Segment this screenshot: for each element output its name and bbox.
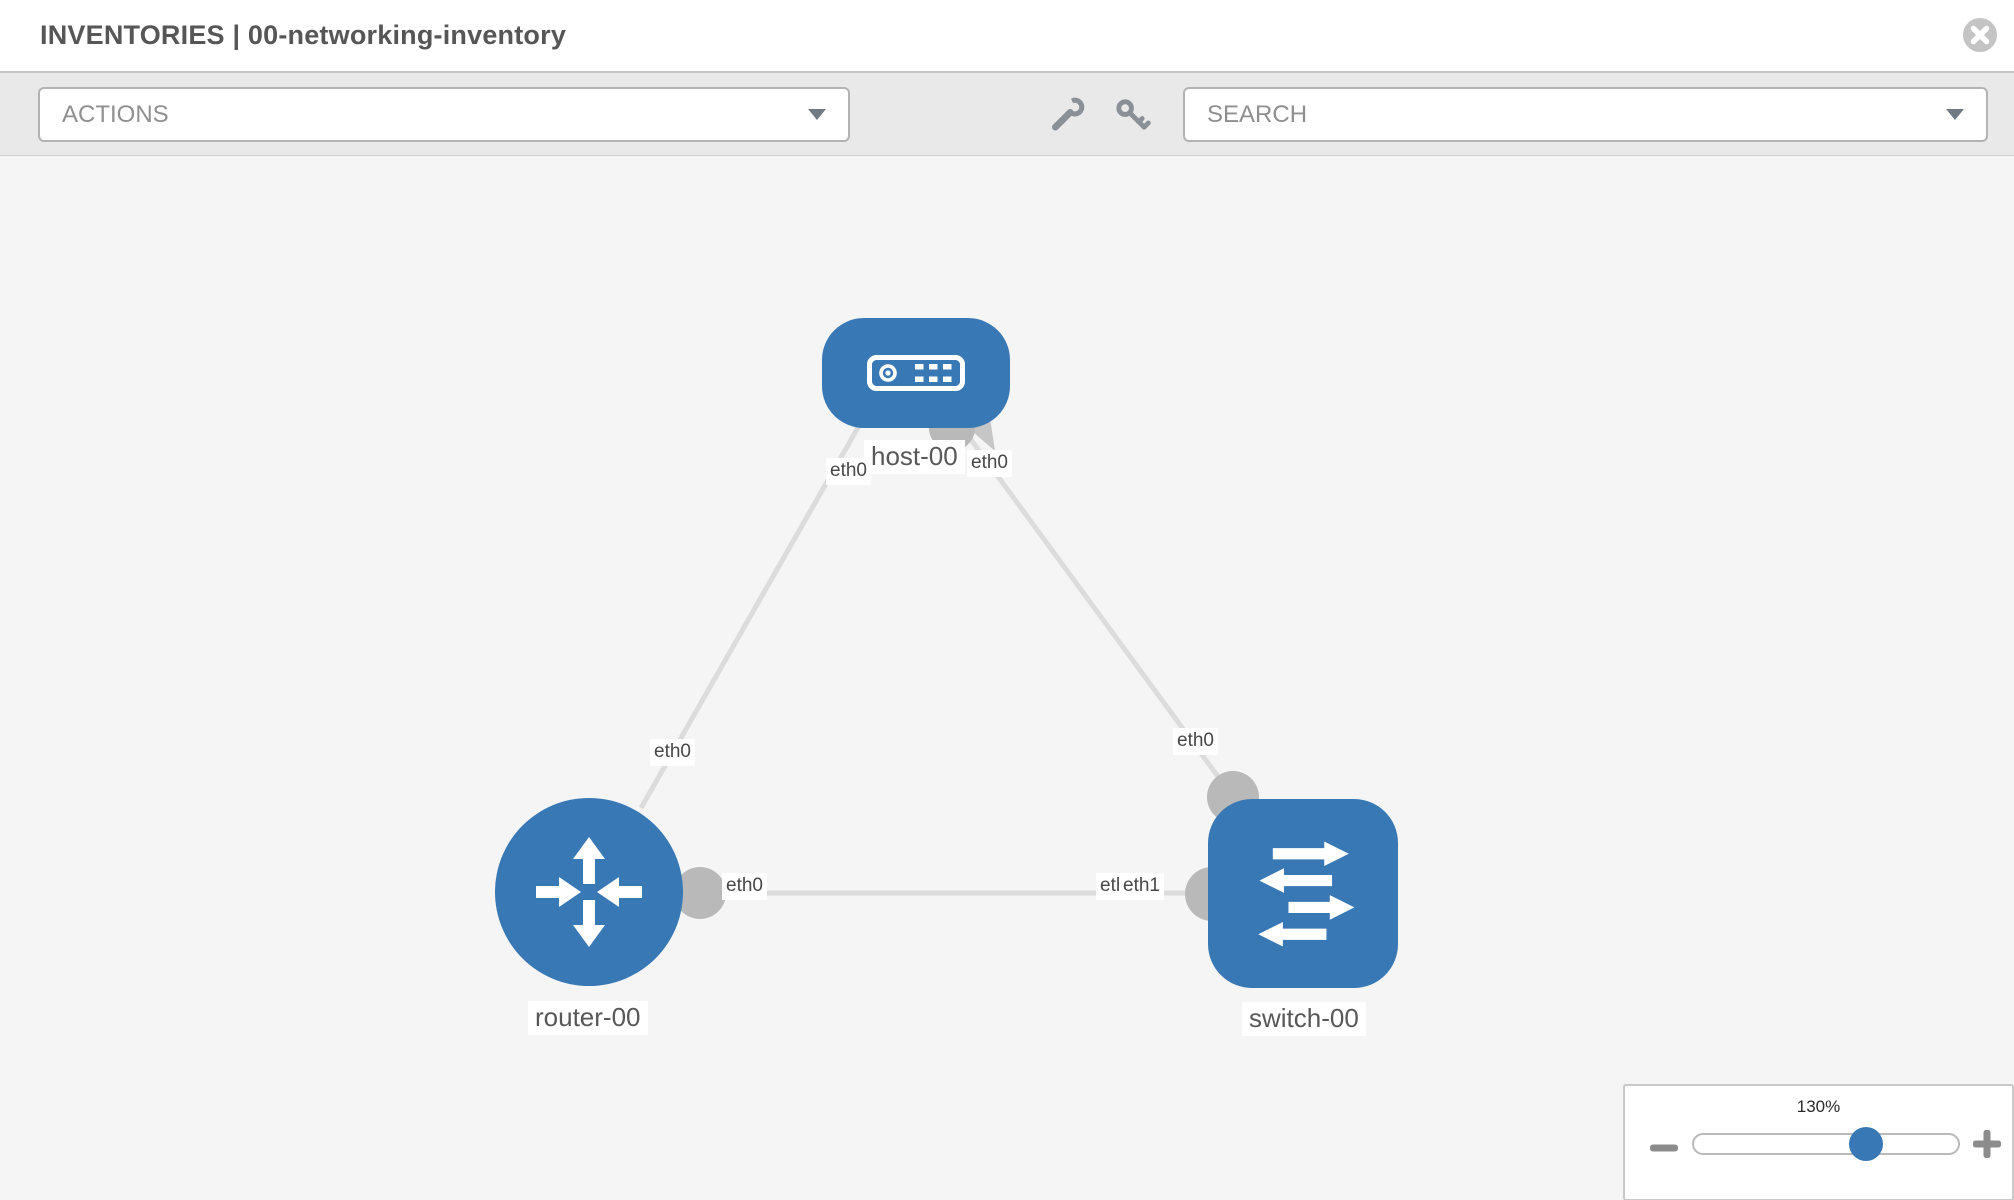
node-label-switch: switch-00 — [1242, 1002, 1366, 1036]
interface-label-switch-eth1: eth1 — [1119, 873, 1164, 900]
search-placeholder: SEARCH — [1207, 100, 1308, 128]
node-label-router: router-00 — [528, 1001, 648, 1035]
node-label-host: host-00 — [864, 440, 965, 474]
topology-links-layer — [638, 405, 1270, 921]
node-host-00[interactable] — [822, 318, 1010, 428]
credentials-button[interactable] — [1113, 96, 1151, 134]
node-switch-00[interactable] — [1208, 799, 1398, 988]
zoom-slider-thumb[interactable] — [1849, 1127, 1883, 1161]
key-icon — [1116, 99, 1151, 130]
interface-label-host-to-switch: eth0 — [967, 450, 1012, 477]
actions-dropdown-label: ACTIONS — [62, 100, 169, 128]
wrench-icon — [1052, 97, 1085, 131]
configure-button[interactable] — [1048, 96, 1086, 134]
interface-label-switch-to-host: eth0 — [1173, 728, 1218, 755]
actions-dropdown[interactable]: ACTIONS — [38, 87, 850, 142]
zoom-level-value: 130% — [1796, 1097, 1841, 1116]
search-dropdown[interactable]: SEARCH — [1183, 87, 1988, 142]
close-button[interactable] — [1962, 17, 1998, 53]
server-icon — [867, 355, 965, 391]
zoom-out-button[interactable] — [1650, 1140, 1678, 1152]
caret-down-icon — [808, 108, 826, 120]
zoom-slider-track[interactable] — [1692, 1127, 1960, 1161]
zoom-panel: 130% — [1623, 1084, 2014, 1200]
minus-icon — [1650, 1144, 1678, 1152]
interface-label-host-to-router: eth0 — [826, 458, 871, 485]
header: INVENTORIES | 00-networking-inventory — [0, 0, 2014, 71]
zoom-in-button[interactable] — [1973, 1130, 2001, 1158]
page-title: INVENTORIES | 00-networking-inventory — [40, 20, 567, 50]
toolbar: ACTIONS SEARCH — [0, 71, 2014, 156]
close-icon — [1963, 18, 1997, 52]
router-arrows-icon — [536, 837, 642, 947]
switch-arrows-icon — [1258, 840, 1355, 947]
plus-icon — [1973, 1130, 2001, 1158]
topology-canvas[interactable]: host-00 router-00 switch-00 eth0 eth0 et… — [0, 156, 2014, 1200]
caret-down-icon — [1946, 108, 1964, 120]
interface-label-router-to-switch: eth0 — [722, 873, 767, 900]
interface-label-router-to-host: eth0 — [650, 739, 695, 766]
endpoint-router-right — [674, 867, 726, 919]
node-router-00[interactable] — [495, 798, 683, 986]
